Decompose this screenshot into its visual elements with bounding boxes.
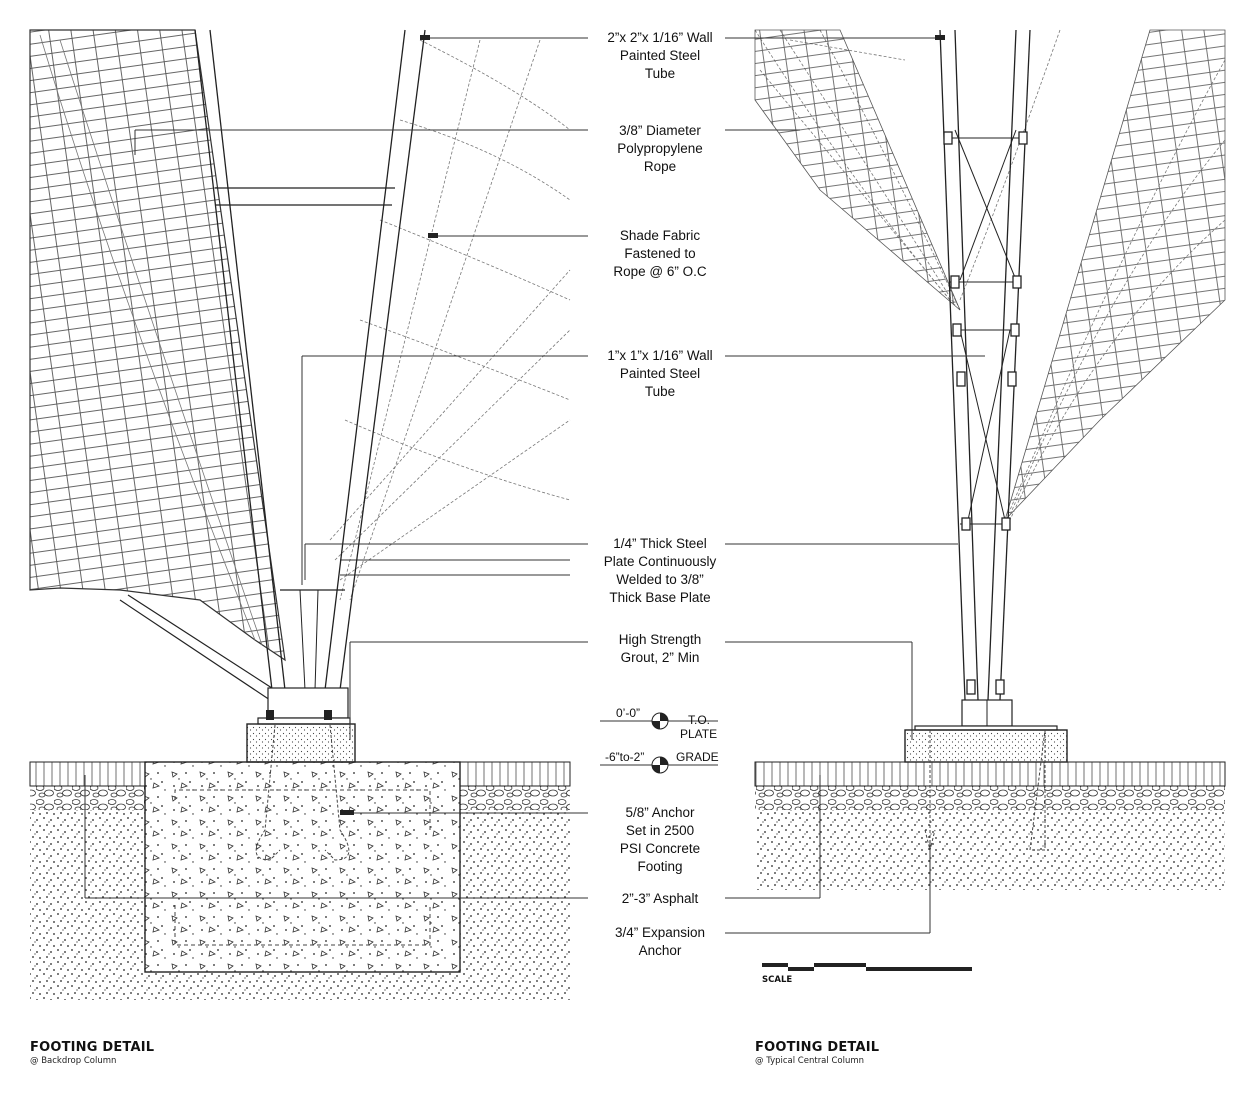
callout-expansion-anchor: 3/4” Expansion Anchor bbox=[614, 925, 706, 958]
scale-label: SCALE bbox=[762, 975, 793, 985]
callout-steel-tube-2in: 2”x 2”x 1/16” Wall Painted Steel Tube bbox=[607, 30, 713, 81]
callout-steel-plate: 1/4” Thick Steel Plate Continuously Weld… bbox=[603, 536, 717, 605]
grade-target-icon bbox=[651, 756, 669, 774]
level-top-of-plate-value: 0’-0” bbox=[616, 706, 641, 720]
level-target-icon bbox=[651, 712, 669, 730]
level-grade-value: -6”to-2” bbox=[605, 750, 645, 764]
scale-bar bbox=[762, 963, 972, 971]
detail-subtitle-backdrop: @ Backdrop Column bbox=[30, 1056, 117, 1066]
callout-grout: High Strength Grout, 2” Min bbox=[618, 632, 702, 665]
detail-title-central: FOOTING DETAIL bbox=[755, 1040, 880, 1055]
callout-asphalt: 2”-3” Asphalt bbox=[621, 891, 699, 906]
callout-anchor: 5/8” Anchor Set in 2500 PSI Concrete Foo… bbox=[619, 805, 701, 874]
left-detail bbox=[29, 29, 571, 1000]
callout-shade-fabric: Shade Fabric Fastened to Rope @ 6” O.C bbox=[613, 228, 707, 279]
level-top-of-plate-label-1: T.O. bbox=[688, 713, 711, 727]
right-detail bbox=[754, 29, 1226, 890]
callout-steel-tube-1in: 1”x 1”x 1/16” Wall Painted Steel Tube bbox=[607, 348, 713, 399]
detail-title-backdrop: FOOTING DETAIL bbox=[30, 1040, 155, 1055]
detail-subtitle-central: @ Typical Central Column bbox=[755, 1056, 865, 1066]
callout-rope: 3/8” Diameter Polypropylene Rope bbox=[617, 123, 703, 174]
level-grade-label: GRADE bbox=[676, 750, 719, 764]
leader-lines bbox=[84, 35, 985, 934]
level-top-of-plate-label-2: PLATE bbox=[680, 727, 718, 741]
